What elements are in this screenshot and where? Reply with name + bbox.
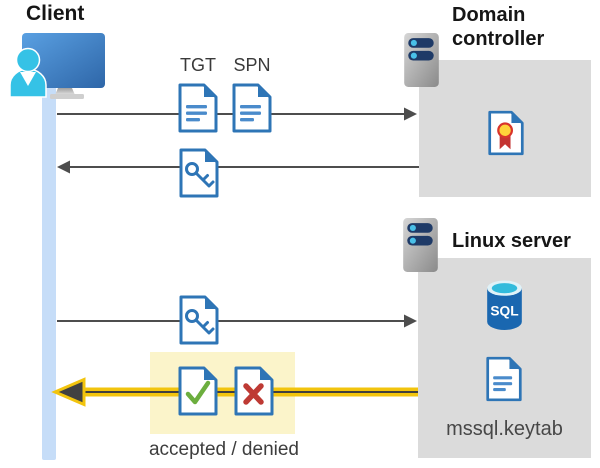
client-label: Client <box>26 2 85 25</box>
sql-label: SQL <box>490 304 518 319</box>
spn-document-icon <box>232 83 272 133</box>
tgt-document-icon <box>178 83 218 133</box>
sql-database-icon: SQL <box>487 280 522 330</box>
ticket-key-document-icon <box>179 295 219 345</box>
domain-controller-server-icon <box>404 33 439 87</box>
client-workstation-icon <box>9 33 105 99</box>
spn-label: SPN <box>233 55 271 75</box>
tgt-label: TGT <box>180 55 216 75</box>
arrow-ticket-to-linux <box>57 314 417 328</box>
keytab-label: mssql.keytab <box>446 418 563 440</box>
client-timeline-bar <box>42 87 56 460</box>
arrow-ticket-response <box>57 160 419 174</box>
certificate-document-icon <box>488 110 524 156</box>
accepted-document-icon <box>178 366 218 416</box>
linux-server-label: Linux server <box>452 230 571 252</box>
denied-document-icon <box>234 366 274 416</box>
result-label: accepted / denied <box>148 439 299 460</box>
ticket-key-document-icon <box>179 148 219 198</box>
keytab-document-icon <box>486 356 522 402</box>
linux-server-icon <box>403 218 438 272</box>
domain-controller-label: Domain controller <box>452 4 545 51</box>
